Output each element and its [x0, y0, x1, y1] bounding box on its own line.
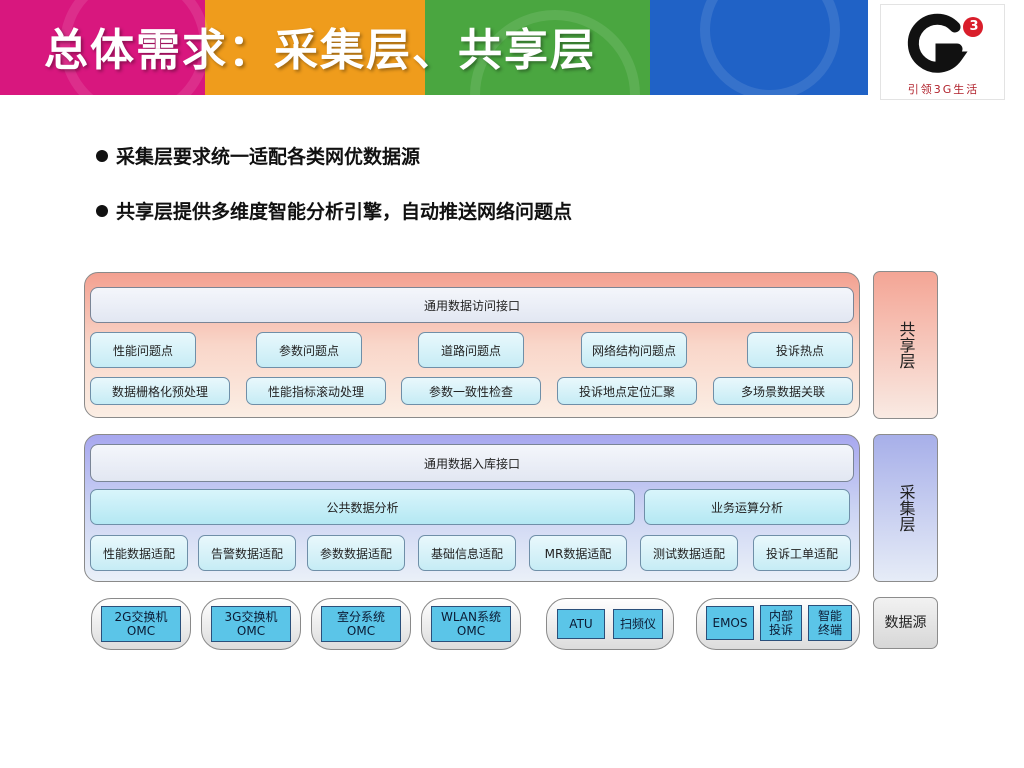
- adapter-box: 参数数据适配: [307, 535, 405, 571]
- source-scanner: 扫频仪: [613, 609, 663, 639]
- data-source-label: 数据源: [873, 597, 938, 649]
- adapter-box: MR数据适配: [529, 535, 627, 571]
- share-process-box: 投诉地点定位汇聚: [557, 377, 697, 405]
- banner-stripe-orange: [205, 0, 430, 95]
- source-emos: EMOS: [706, 606, 754, 640]
- side-label-text: 共享层: [896, 321, 916, 369]
- logo-slogan: 引领3G生活: [907, 83, 980, 96]
- source-atu: ATU: [557, 609, 605, 639]
- bullet-dot-icon: [96, 205, 108, 217]
- share-issue-box: 网络结构问题点: [581, 332, 687, 368]
- source-wlan-omc: WLAN系统 OMC: [431, 606, 511, 642]
- share-layer-label: 共享层: [873, 271, 938, 419]
- adapter-box: 测试数据适配: [640, 535, 738, 571]
- share-issue-box: 道路问题点: [418, 332, 524, 368]
- business-analysis-box: 业务运算分析: [644, 489, 850, 525]
- share-issue-box: 投诉热点: [747, 332, 853, 368]
- page-title: 总体需求：采集层、共享层: [44, 25, 596, 76]
- adapter-box: 告警数据适配: [198, 535, 296, 571]
- share-process-box: 数据栅格化预处理: [90, 377, 230, 405]
- source-internal-complaint: 内部 投诉: [760, 605, 802, 641]
- bullet-item: 采集层要求统一适配各类网优数据源: [96, 142, 420, 169]
- share-process-box: 参数一致性检查: [401, 377, 541, 405]
- adapter-box: 投诉工单适配: [753, 535, 851, 571]
- g3-logo-icon: [907, 13, 983, 73]
- public-analysis-box: 公共数据分析: [90, 489, 635, 525]
- share-process-box: 多场景数据关联: [713, 377, 853, 405]
- share-process-box: 性能指标滚动处理: [246, 377, 386, 405]
- data-ingest-interface: 通用数据入库接口: [90, 444, 854, 482]
- banner-swirl: [60, 0, 210, 95]
- adapter-box: 基础信息适配: [418, 535, 516, 571]
- bullet-item: 共享层提供多维度智能分析引擎，自动推送网络问题点: [96, 197, 572, 224]
- collect-layer-label: 采集层: [873, 434, 938, 582]
- source-smart-terminal: 智能 终端: [808, 605, 852, 641]
- banner-swirl: [700, 0, 840, 95]
- brand-logo: 3 引领3G生活: [880, 4, 1005, 100]
- bullet-text: 共享层提供多维度智能分析引擎，自动推送网络问题点: [116, 201, 573, 223]
- share-issue-box: 参数问题点: [256, 332, 362, 368]
- logo-superscript: 3: [969, 19, 979, 34]
- title-banner: 总体需求：采集层、共享层: [0, 0, 868, 95]
- adapter-box: 性能数据适配: [90, 535, 188, 571]
- share-issue-box: 性能问题点: [90, 332, 196, 368]
- bullet-dot-icon: [96, 150, 108, 162]
- source-2g-omc: 2G交换机 OMC: [101, 606, 181, 642]
- bullet-text: 采集层要求统一适配各类网优数据源: [116, 146, 421, 168]
- source-3g-omc: 3G交换机 OMC: [211, 606, 291, 642]
- side-label-text: 采集层: [896, 484, 916, 532]
- data-access-interface: 通用数据访问接口: [90, 287, 854, 323]
- source-indoor-omc: 室分系统 OMC: [321, 606, 401, 642]
